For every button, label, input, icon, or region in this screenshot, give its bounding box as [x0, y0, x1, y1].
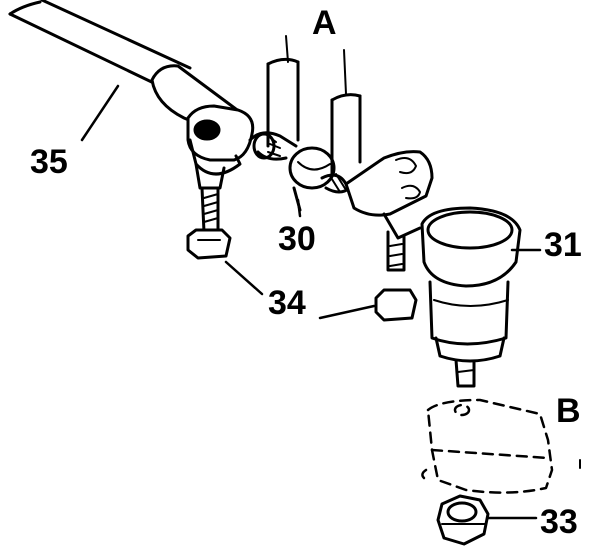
- steering-knuckle-outline-icon: [421, 398, 554, 494]
- callout-34: 34: [268, 284, 306, 322]
- callout-35: 35: [30, 143, 68, 181]
- callout-31: 31: [544, 226, 582, 264]
- clamp-bar-icon: [266, 35, 362, 178]
- leader-lines: [80, 84, 542, 520]
- callout-a: A: [312, 4, 337, 42]
- callout-b: B: [556, 392, 581, 430]
- callout-30: 30: [278, 220, 316, 258]
- ball-joint-icon: [420, 206, 522, 388]
- adjusting-sleeve-icon: [248, 131, 352, 212]
- castle-nut-icon: [436, 494, 490, 546]
- inner-tie-rod-end-icon: [186, 104, 255, 260]
- callout-33: 33: [540, 503, 578, 541]
- outer-tie-rod-end-icon: [344, 150, 434, 322]
